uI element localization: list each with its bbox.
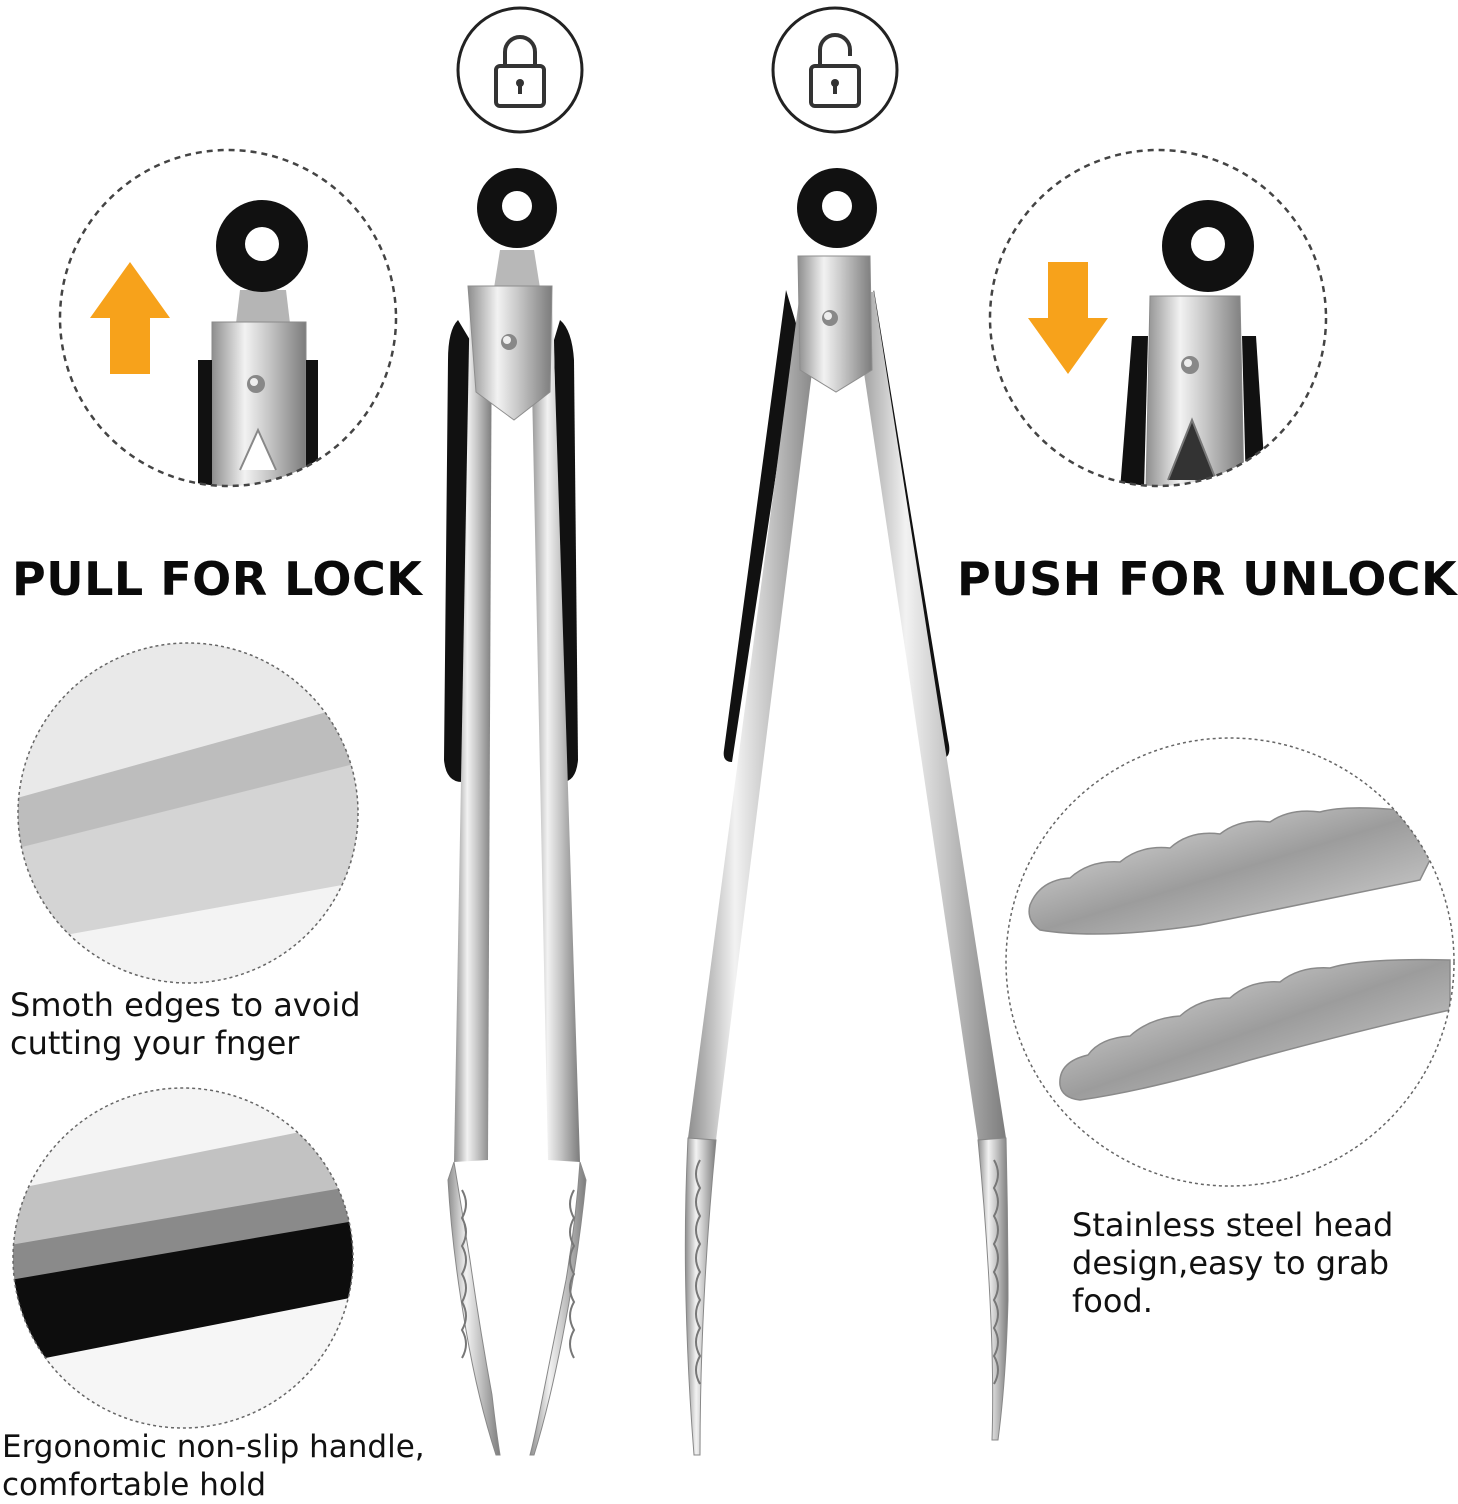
head-detail-circle [1005, 737, 1455, 1187]
smooth-edge-detail-circle [17, 642, 359, 984]
tongs-locked [444, 168, 587, 1456]
padlock-closed-icon [456, 6, 584, 134]
arrow-down-icon [1028, 262, 1108, 374]
tongs-unlocked [684, 168, 1009, 1456]
arrow-up-icon [90, 262, 170, 374]
head-caption: Stainless steel head design,easy to grab… [1072, 1206, 1394, 1320]
handle-detail-circle [12, 1087, 354, 1429]
pull-for-lock-heading: PULL FOR LOCK [12, 552, 423, 606]
smooth-edge-caption: Smoth edges to avoid cutting your fnger [10, 986, 361, 1062]
padlock-open-icon [771, 6, 899, 134]
push-for-unlock-heading: PUSH FOR UNLOCK [957, 552, 1458, 606]
handle-caption: Ergonomic non-slip handle, comfortable h… [2, 1429, 425, 1503]
